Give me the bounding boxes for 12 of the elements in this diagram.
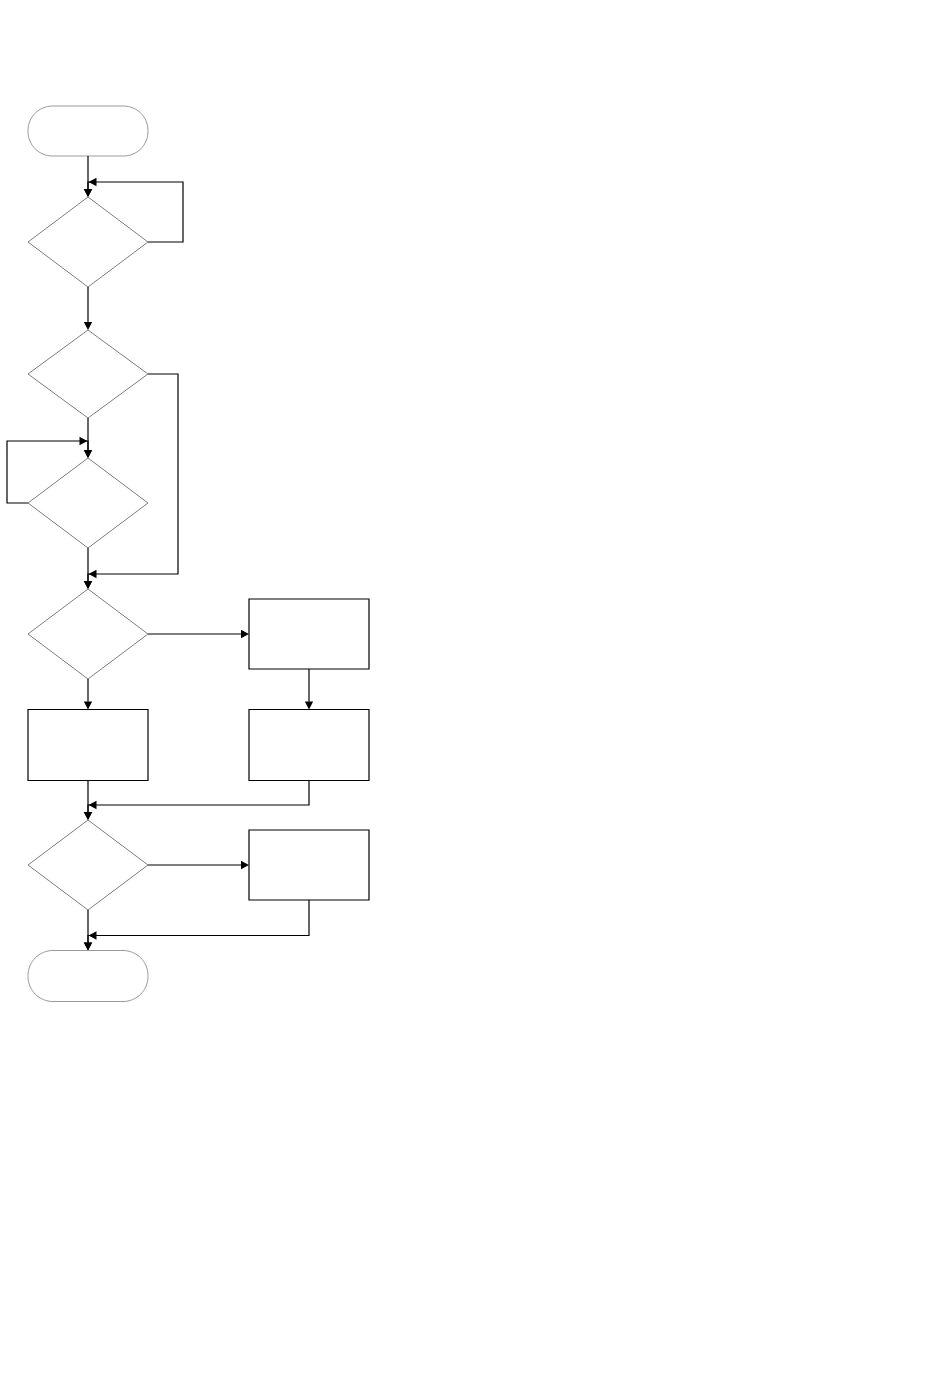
decision-diamond	[27, 196, 149, 288]
process-box	[248, 829, 370, 901]
rounded-box	[27, 105, 149, 157]
arrow	[6, 436, 93, 504]
process-box	[248, 708, 370, 782]
decision-diamond	[27, 588, 149, 680]
decision-diamond	[27, 819, 149, 911]
rounded-box	[27, 950, 149, 1002]
decision-diamond	[27, 329, 149, 419]
decision-diamond	[27, 457, 149, 549]
process-box	[248, 598, 370, 670]
process-box	[27, 708, 149, 782]
